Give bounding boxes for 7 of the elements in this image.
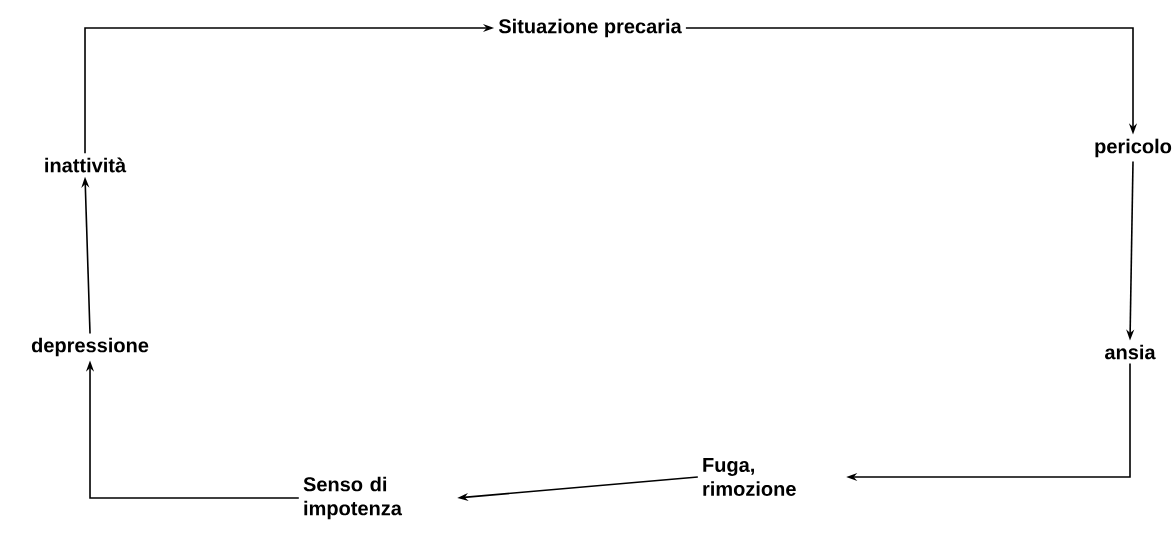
cycle-step-label: Situazione precaria [498,18,682,38]
cycle-step-label: pericolo [1095,138,1172,158]
cycle-step-label: Senso di impotenza [303,476,403,520]
cycle-step-label: ansia [1105,344,1156,360]
cycle-step-label: Fuga, rimozione [703,458,796,496]
cycle-step-label: inattività [45,157,127,173]
cycle-step-label: depressione [31,337,149,357]
